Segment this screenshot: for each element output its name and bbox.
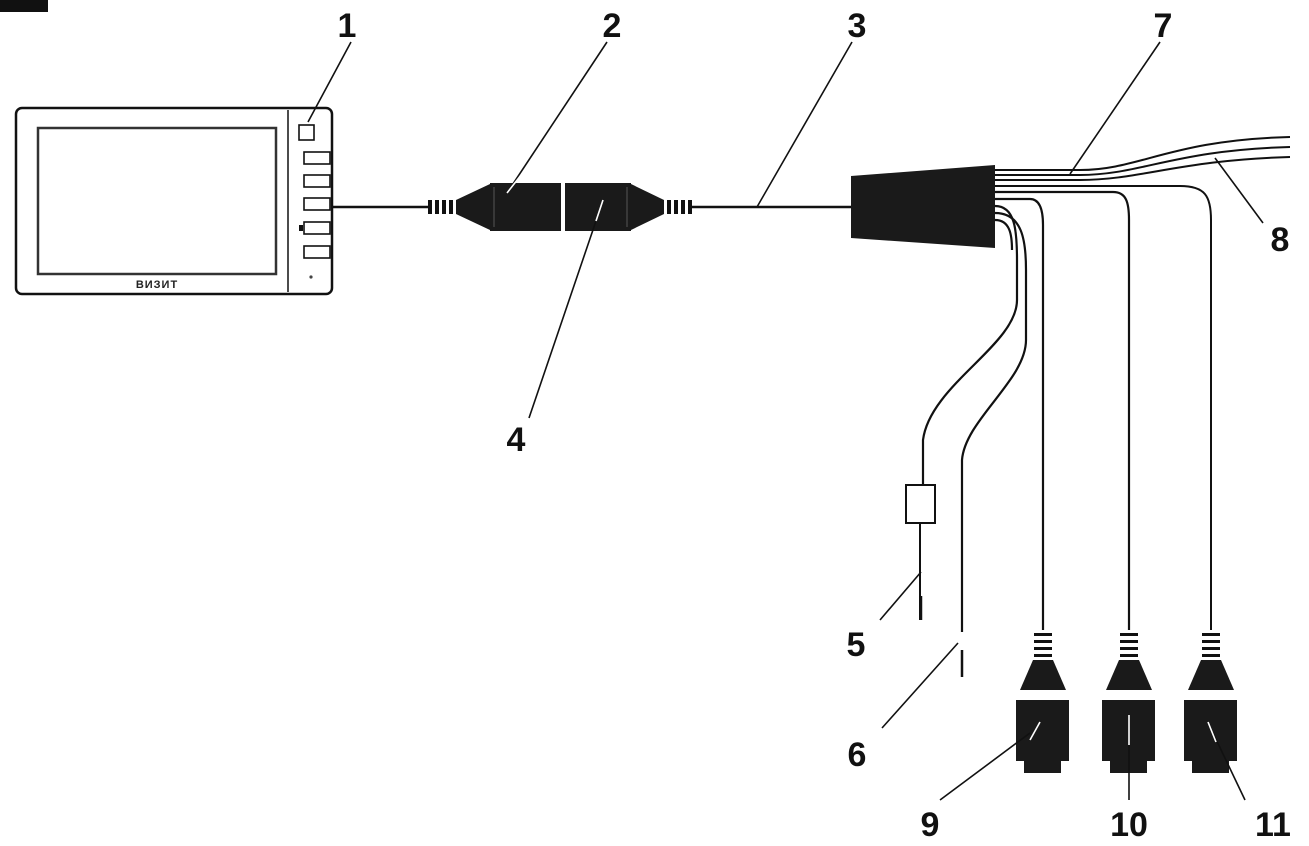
monitor-button-1 bbox=[303, 151, 331, 165]
drop-wires bbox=[921, 190, 1131, 632]
callout-9: 9 bbox=[921, 806, 940, 844]
leader-11 bbox=[1212, 732, 1246, 801]
upper-wire-bundle bbox=[995, 136, 1291, 181]
leader-5 bbox=[879, 571, 922, 621]
wire-camera-1 bbox=[995, 197, 1045, 630]
connector-left-half bbox=[490, 183, 561, 231]
leader-6 bbox=[881, 642, 959, 729]
connector-right-half bbox=[565, 183, 631, 231]
leader-4 bbox=[528, 220, 597, 419]
wire-with-fuse bbox=[921, 204, 1019, 485]
monitor-button-3 bbox=[303, 197, 331, 211]
fuse-holder bbox=[905, 484, 936, 524]
strain-relief-right bbox=[667, 200, 692, 214]
callout-8: 8 bbox=[1271, 221, 1290, 259]
callout-11: 11 bbox=[1255, 806, 1291, 844]
leader-lines bbox=[307, 41, 1264, 801]
callout-5: 5 bbox=[847, 626, 866, 664]
leader-2 bbox=[506, 41, 608, 194]
monitor-logo: ВИЗИТ bbox=[136, 279, 178, 291]
lower-wire-bundle bbox=[995, 185, 1212, 630]
callout-4: 4 bbox=[507, 421, 526, 459]
connector-gap bbox=[561, 183, 565, 231]
corner-mark bbox=[0, 0, 48, 12]
leader-1 bbox=[307, 41, 352, 123]
callout-6: 6 bbox=[848, 736, 867, 774]
monitor-button-5 bbox=[303, 245, 331, 259]
wire-bare bbox=[960, 211, 1028, 632]
monitor: ВИЗИТ bbox=[14, 106, 334, 296]
monitor-indicator bbox=[309, 275, 313, 279]
wire-camera-2 bbox=[995, 190, 1131, 630]
monitor-button-mark-4 bbox=[299, 225, 303, 231]
callout-2: 2 bbox=[603, 7, 622, 45]
strain-relief-left bbox=[428, 200, 453, 214]
callout-3: 3 bbox=[848, 7, 867, 45]
monitor-power-button bbox=[298, 124, 315, 141]
connector-right-cone bbox=[631, 184, 664, 230]
inline-connector bbox=[456, 183, 664, 231]
leader-7 bbox=[1069, 41, 1161, 175]
leader-9 bbox=[939, 732, 1031, 801]
callout-7: 7 bbox=[1154, 7, 1173, 45]
camera-plug-3 bbox=[1184, 633, 1237, 773]
monitor-button-4 bbox=[303, 221, 331, 235]
connector-left-cone bbox=[456, 184, 490, 230]
monitor-button-2 bbox=[303, 174, 331, 188]
camera-plug-1 bbox=[1016, 633, 1069, 773]
leader-8 bbox=[1214, 157, 1264, 224]
splitter-block bbox=[851, 165, 995, 248]
leader-3 bbox=[756, 41, 853, 208]
callout-10: 10 bbox=[1110, 806, 1148, 844]
monitor-screen bbox=[36, 126, 278, 276]
callout-1: 1 bbox=[338, 7, 357, 45]
